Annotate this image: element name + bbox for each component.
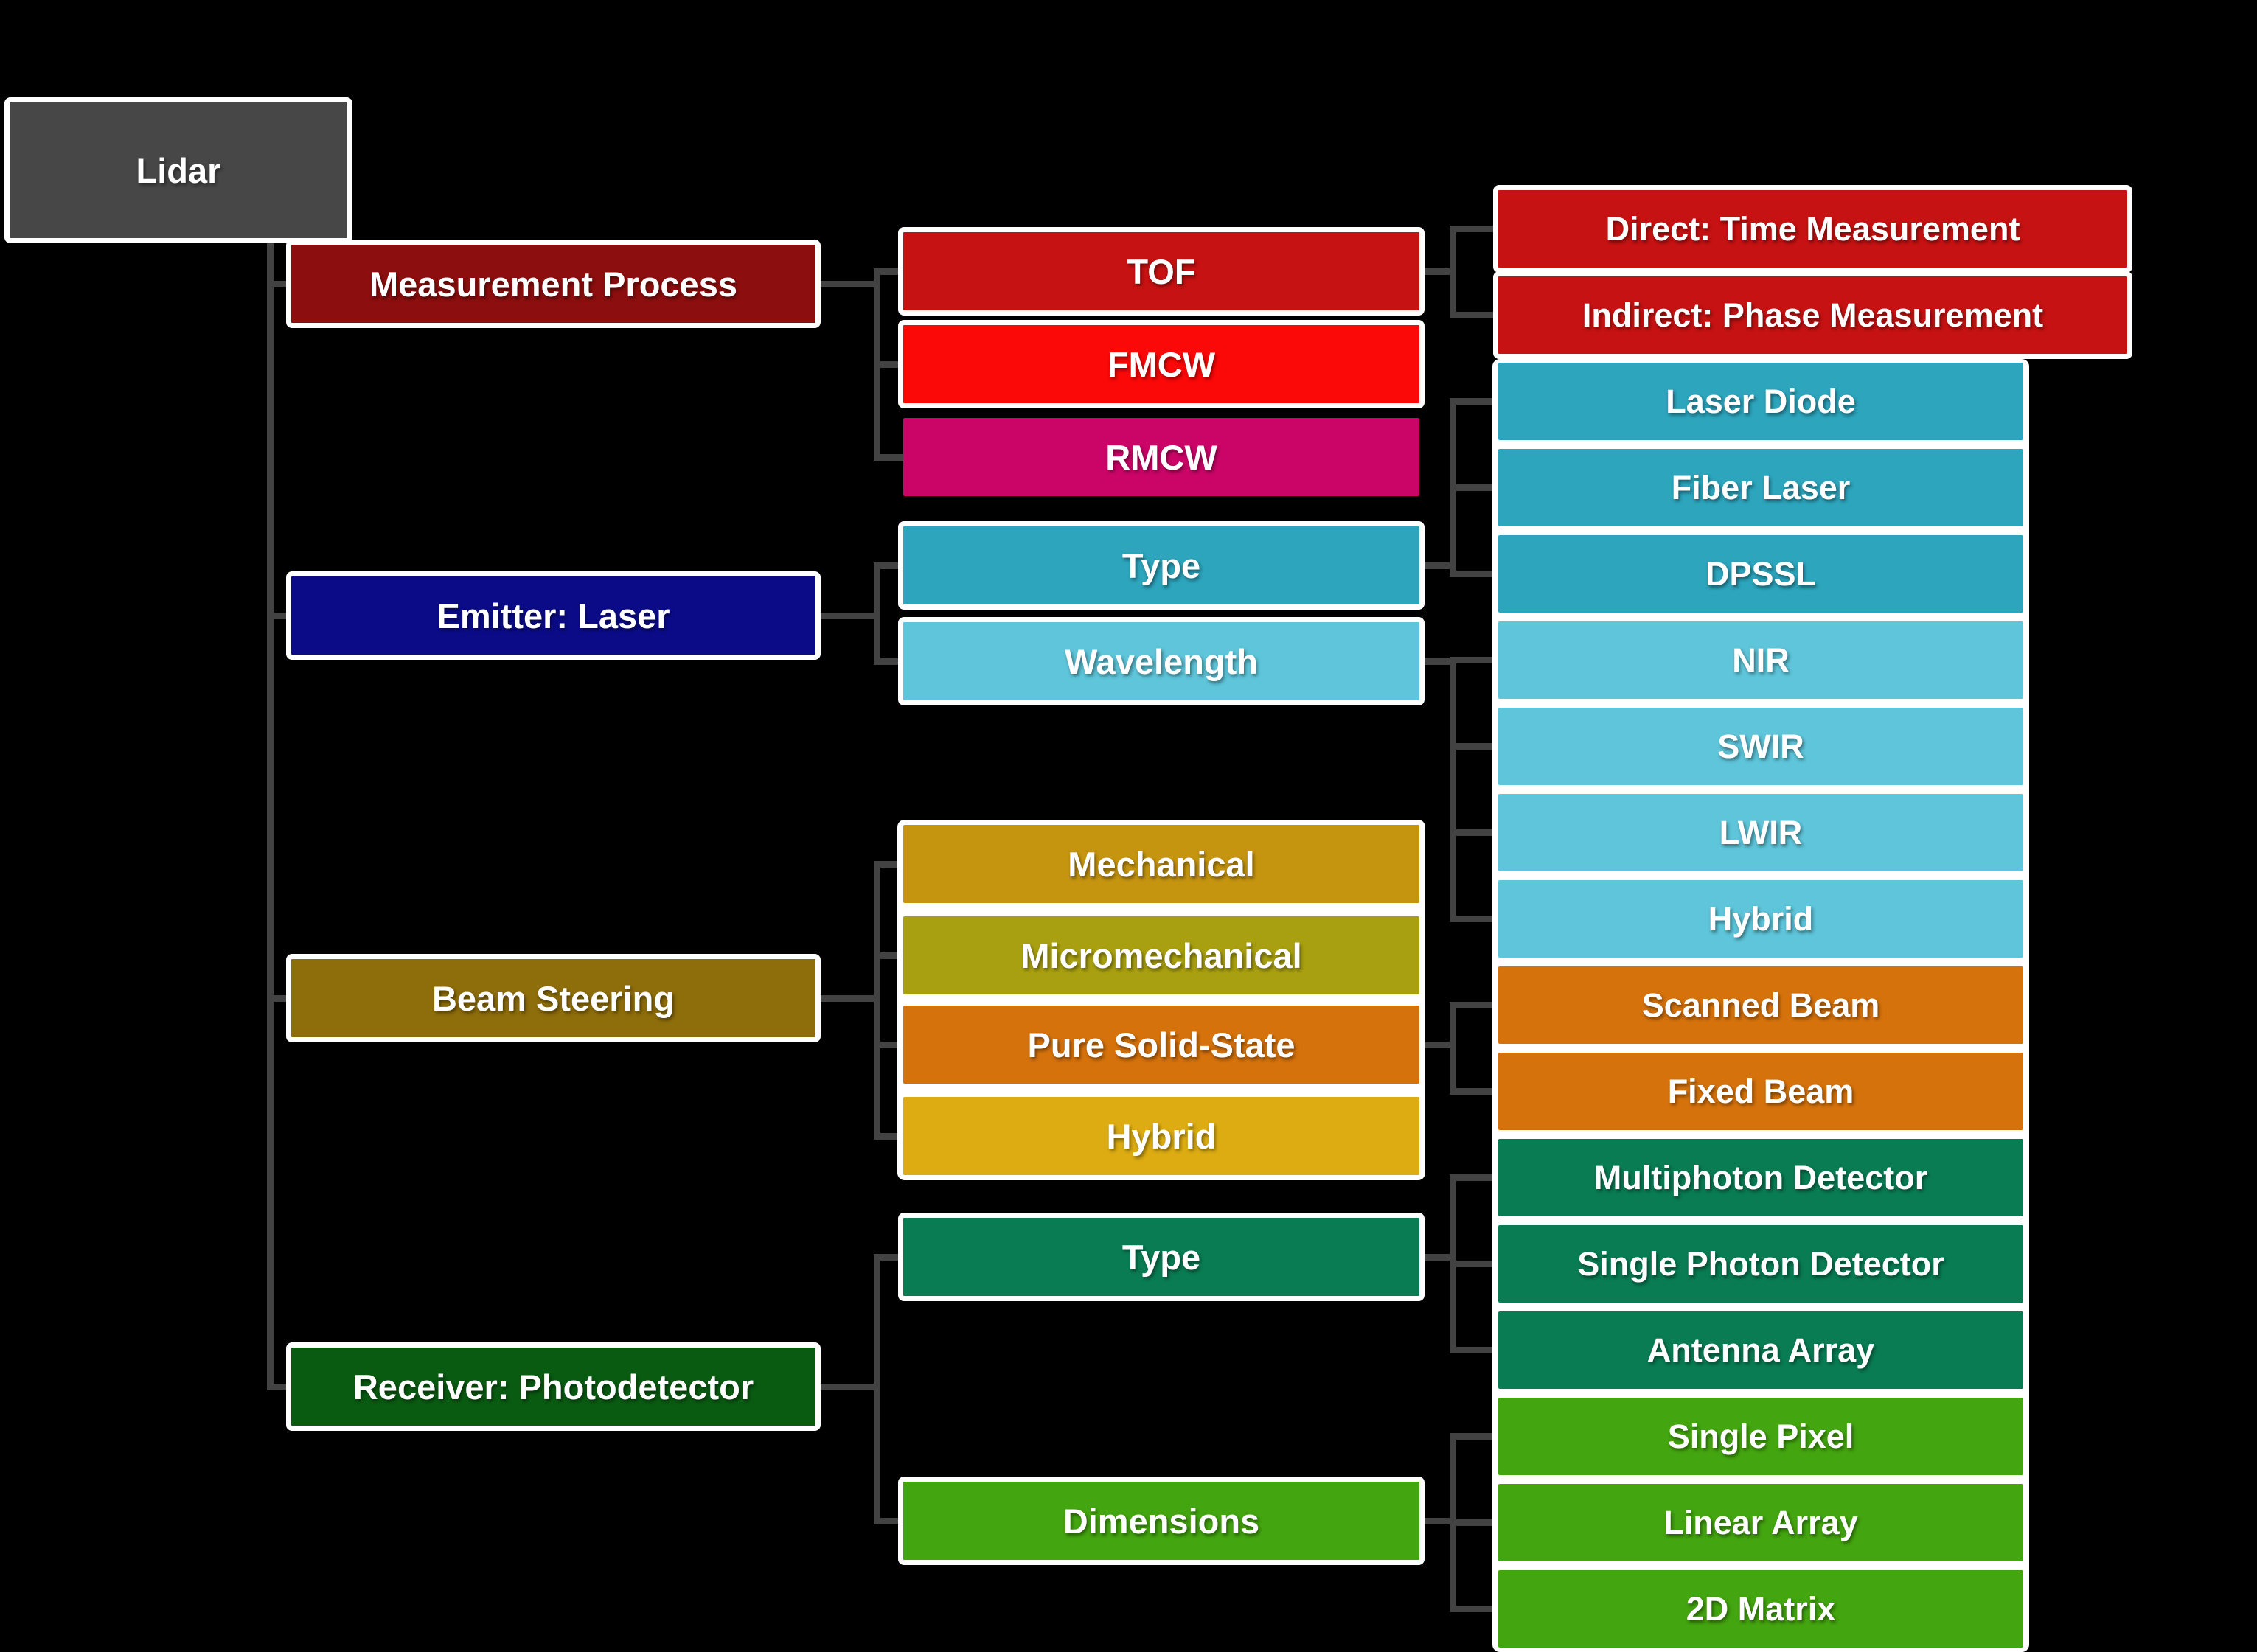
bracket-mp-to-tof <box>874 268 903 275</box>
connector-stub-emitter-laser <box>267 613 296 619</box>
bracket-bs-to-micromechanical <box>874 952 903 959</box>
node-antenna-array: Antenna Array <box>1498 1311 2023 1389</box>
node-2d-matrix: 2D Matrix <box>1498 1570 2023 1648</box>
bracket-bs-parent <box>818 995 877 1002</box>
node-detector-type: Type <box>898 1213 1425 1301</box>
node-wavelength-hybrid: Hybrid <box>1498 880 2023 958</box>
node-dimensions: Dimensions <box>898 1477 1425 1565</box>
bracket-tof-to-direct <box>1450 226 1495 232</box>
bracket-dim-to-2d-matrix <box>1450 1606 1495 1612</box>
connector-stub-receiver <box>267 1384 296 1390</box>
node-laser-type: Type <box>898 521 1425 610</box>
bracket-pss-parent <box>1419 1042 1456 1048</box>
node-measurement-process: Measurement Process <box>286 240 821 328</box>
node-indirect-phase-measurement: Indirect: Phase Measurement <box>1493 271 2132 359</box>
bracket-wavelength-to-nir <box>1450 657 1495 663</box>
node-micromechanical: Micromechanical <box>903 916 1419 994</box>
bracket-emitter-parent <box>818 613 877 619</box>
node-swir: SWIR <box>1498 708 2023 785</box>
bracket-pss-to-fixed <box>1450 1088 1495 1095</box>
node-single-photon-detector: Single Photon Detector <box>1498 1225 2023 1303</box>
bracket-lasertype-to-fiber-laser <box>1450 484 1495 491</box>
bracket-lasertype-parent <box>1419 562 1456 569</box>
bracket-emitter-to-wavelength <box>874 658 903 665</box>
node-emitter-laser: Emitter: Laser <box>286 571 821 660</box>
node-single-pixel: Single Pixel <box>1498 1398 2023 1475</box>
bracket-mp-parent <box>818 281 877 287</box>
bracket-emitter-to-type <box>874 562 903 569</box>
bracket-tof-to-indirect <box>1450 312 1495 318</box>
bracket-bs-vertical <box>874 861 880 1140</box>
bracket-mp-to-fmcw <box>874 361 903 368</box>
bracket-bs-to-hybrid <box>874 1133 903 1140</box>
node-rmcw: RMCW <box>903 418 1419 496</box>
node-wavelength: Wavelength <box>898 617 1425 705</box>
node-tof: TOF <box>898 227 1425 316</box>
node-direct-time-measurement: Direct: Time Measurement <box>1493 185 2132 273</box>
bracket-wavelength-to-hybrid <box>1450 916 1495 922</box>
node-linear-array: Linear Array <box>1498 1484 2023 1561</box>
bracket-wavelength-to-swir <box>1450 743 1495 750</box>
bracket-lasertype-to-laser-diode <box>1450 398 1495 405</box>
bracket-rx-parent <box>818 1384 877 1390</box>
node-steering-hybrid: Hybrid <box>903 1097 1419 1175</box>
bracket-dim-to-single-pixel <box>1450 1433 1495 1440</box>
bracket-pss-to-scanned <box>1450 1002 1495 1008</box>
bracket-dim-to-linear-array <box>1450 1519 1495 1526</box>
node-mechanical: Mechanical <box>903 825 1419 903</box>
node-multiphoton-detector: Multiphoton Detector <box>1498 1139 2023 1216</box>
bracket-dim-parent <box>1419 1518 1456 1524</box>
bracket-mp-to-rmcw <box>874 454 903 461</box>
bracket-wavelength-parent <box>1419 658 1456 665</box>
node-nir: NIR <box>1498 621 2023 699</box>
bracket-lasertype-to-dpssl <box>1450 571 1495 577</box>
node-beam-steering: Beam Steering <box>286 954 821 1042</box>
node-fixed-beam: Fixed Beam <box>1498 1053 2023 1130</box>
node-scanned-beam: Scanned Beam <box>1498 966 2023 1044</box>
node-pure-solid-state: Pure Solid-State <box>903 1006 1419 1084</box>
connector-stub-measurement-process <box>267 281 296 287</box>
connector-stub-beam-steering <box>267 995 296 1002</box>
node-fmcw: FMCW <box>898 320 1425 408</box>
node-laser-diode: Laser Diode <box>1498 363 2023 440</box>
node-lidar: Lidar <box>4 97 352 243</box>
bracket-wavelength-vertical <box>1450 657 1456 922</box>
connector-trunk <box>267 240 274 1390</box>
bracket-dettype-to-antenna <box>1450 1347 1495 1353</box>
bracket-tof-parent <box>1419 268 1456 275</box>
bracket-bs-to-pure-solid-state <box>874 1042 903 1048</box>
node-lwir: LWIR <box>1498 794 2023 871</box>
bracket-bs-to-mechanical <box>874 861 903 868</box>
bracket-emitter-vertical <box>874 562 880 665</box>
bracket-tof-vertical <box>1450 226 1456 318</box>
node-fiber-laser: Fiber Laser <box>1498 449 2023 526</box>
bracket-wavelength-to-lwir <box>1450 829 1495 836</box>
bracket-rx-to-dimensions <box>874 1518 903 1524</box>
bracket-dettype-parent <box>1419 1254 1456 1261</box>
bracket-rx-to-type <box>874 1254 903 1261</box>
bracket-dettype-to-multiphoton <box>1450 1174 1495 1181</box>
node-receiver-photodetector: Receiver: Photodetector <box>286 1342 821 1431</box>
bracket-rx-vertical <box>874 1254 880 1524</box>
bracket-pss-vertical <box>1450 1002 1456 1095</box>
node-dpssl: DPSSL <box>1498 535 2023 613</box>
bracket-dettype-to-single-photon <box>1450 1261 1495 1267</box>
